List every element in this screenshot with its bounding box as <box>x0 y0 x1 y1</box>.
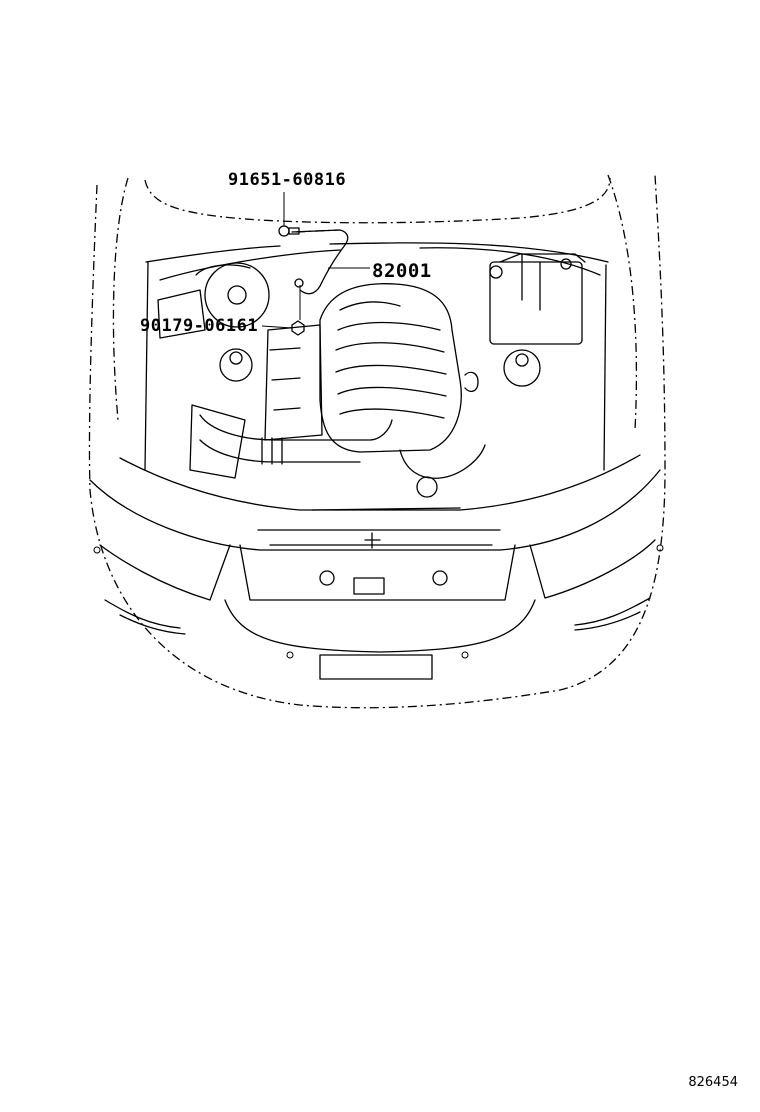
front-bumper <box>89 469 661 551</box>
strut-tower-left <box>204 262 270 328</box>
part-label-ground-wire: 82001 <box>372 260 432 282</box>
reservoir-right <box>503 349 541 387</box>
hood-outline <box>88 174 666 709</box>
headlight-left <box>99 544 231 601</box>
ground-wire <box>291 229 349 295</box>
battery <box>489 261 583 345</box>
engine-compartment-frame <box>144 242 609 471</box>
illustration-number: 826454 <box>688 1075 738 1090</box>
license-plate-area <box>319 654 433 680</box>
intake-manifold <box>319 283 462 453</box>
air-box <box>189 404 246 479</box>
air-intake-hose <box>199 414 393 441</box>
headlight-right <box>529 539 656 599</box>
part-label-nut: 90179-06161 <box>140 316 259 336</box>
bolt-91651-60816 <box>278 225 300 237</box>
radiator-support <box>239 544 516 601</box>
leader-90179-06161 <box>261 325 293 329</box>
grille-outline <box>224 599 536 653</box>
hood-inner-outline <box>112 174 638 431</box>
part-label-bolt: 91651-60816 <box>228 170 347 190</box>
hood-top-edge <box>144 177 611 224</box>
nut-90179-06161 <box>291 320 305 336</box>
reservoir-left <box>219 348 253 382</box>
